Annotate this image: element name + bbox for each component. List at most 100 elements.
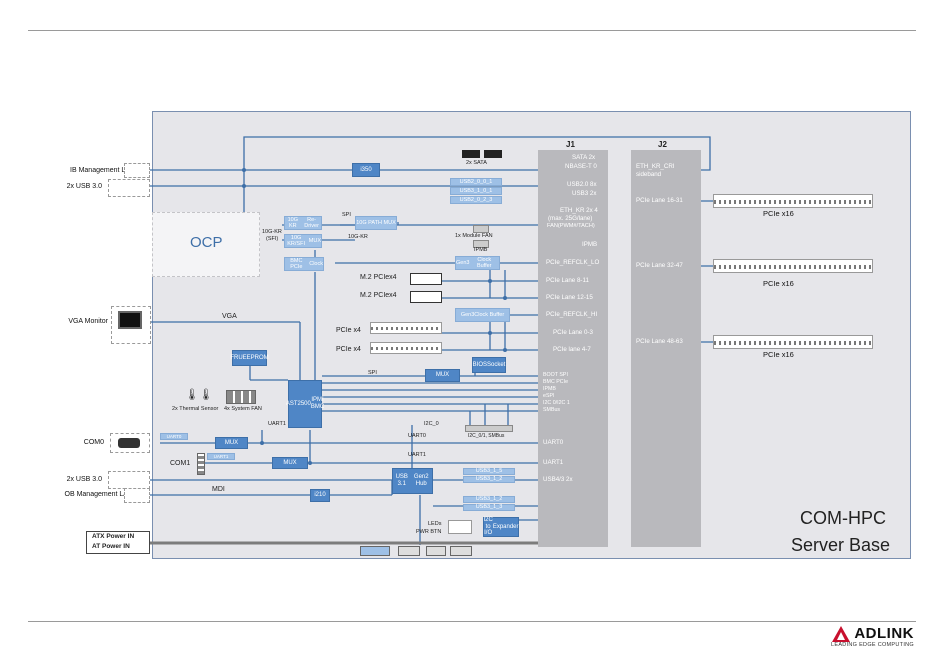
bottom-connector-4 (450, 546, 472, 556)
ipmb-label: IPMB (474, 247, 488, 253)
path-mux-chip: 10G PATH MUX (355, 216, 397, 230)
j1-sig-sata: SATA 2x (572, 154, 596, 161)
sata-label: 2x SATA (466, 160, 487, 166)
bmc-pcie-clock-chip: BMC PCIe Clock (284, 257, 324, 271)
uart1-label: UART1 (268, 421, 286, 427)
j2-sig-lane16: PCIe Lane 16-31 (636, 197, 683, 204)
vga-label: VGA (222, 313, 237, 320)
j1-sig-uart1: UART1 (543, 459, 564, 466)
ocp-mux-chip: 10G KR/SFI MUX (284, 234, 322, 248)
led-indicators (448, 520, 472, 534)
m2-slot-a (410, 273, 442, 285)
usb3-bottom-port (108, 471, 150, 489)
bottom-connector-3 (426, 546, 446, 556)
j1-sig-bootspi: BOOT SPI (543, 372, 568, 378)
j1-connector (538, 150, 608, 547)
module-fan-label: 1x Module FAN (455, 233, 493, 239)
j1-sig-lane8: PCIe Lane 8-11 (546, 277, 589, 284)
brand-name: ADLINK (854, 625, 914, 642)
i2c-smbus-label: I2C_0/1, SMBus (468, 433, 505, 439)
uart1-tag: UART1 (207, 453, 235, 460)
bottom-connector-1 (360, 546, 390, 556)
m2-a-label: M.2 PCIex4 (360, 274, 397, 281)
i2c0-label: I2C_0 (424, 421, 439, 427)
com1-header (197, 453, 205, 475)
pcie-x16-slot-c (713, 335, 873, 349)
usb-tag-b2: USB3_1_3 (463, 504, 515, 511)
spi-label: SPI (368, 370, 377, 376)
usb3-bottom-label: 2x USB 3.0 (66, 476, 102, 483)
sfi-label: (SFI) (266, 236, 279, 242)
i210-chip: i210 (310, 489, 330, 502)
com1-label: COM1 (170, 460, 191, 467)
uart0-tag: UART0 (160, 433, 188, 440)
j2-sig-lane48: PCIe Lane 48-63 (636, 338, 683, 345)
bottom-rule (28, 621, 916, 622)
j1-label: J1 (566, 140, 575, 149)
power-in-box (86, 531, 150, 554)
j1-sig-lane4: PCIe lane 4-7 (553, 346, 591, 353)
j1-sig-i2c: I2C 0/I2C 1 (543, 400, 570, 406)
j1-sig-usb2: USB2.0 8x (567, 181, 597, 188)
module-fan-connector (473, 225, 489, 233)
usb-tag-a2: USB3_1_2 (463, 476, 515, 483)
at-power-label: AT Power IN (92, 543, 130, 550)
spi-b-label: SPI (342, 212, 351, 218)
ocp-redriver-chip: 10G KR Re-Driver (284, 216, 322, 230)
ib-lan-port (124, 163, 150, 178)
adlink-logo: ADLINK LEADING EDGE COMPUTING (831, 625, 914, 648)
j1-sig-espi: eSPI (543, 393, 555, 399)
ipmb-connector (473, 240, 489, 248)
atx-power-label: ATX Power IN (92, 533, 135, 540)
usb3-top-port (108, 179, 150, 197)
usb-header-0: USB2_0_0_1 (450, 178, 502, 186)
j2-label: J2 (658, 140, 667, 149)
j1-sig-bmcpcie: BMC PCIe (543, 379, 569, 385)
m2-slot-b (410, 291, 442, 303)
serial-port-icon (118, 438, 140, 448)
brand-tagline: LEADING EDGE COMPUTING (831, 642, 914, 648)
com0-mux-chip: MUX (215, 437, 248, 449)
j1-sig-refclk-lo: PCIe_REFCLK_LO (546, 259, 600, 266)
pcie-x16-slot-b (713, 259, 873, 273)
usb3-top-label: 2x USB 3.0 (66, 183, 102, 190)
pwr-btn-label: PWR BTN (416, 529, 442, 535)
usb-header-2: USB2_0_2_3 (450, 196, 502, 204)
spi-mux-chip: MUX (425, 369, 460, 382)
sata-connector-2 (484, 150, 502, 158)
j2-sig-lane32: PCIe Lane 32-47 (636, 262, 683, 269)
pcie-x16-slot-b-label: PCIe x16 (763, 279, 794, 288)
kr10g-label: 10G-KR (262, 229, 282, 235)
mdi-label: MDI (212, 486, 225, 493)
monitor-icon (118, 311, 142, 329)
j1-sig-ipmb: IPMB (582, 241, 598, 248)
usb-tag-a1: USB3_1_5 (463, 468, 515, 475)
pcie-x16-slot-a (713, 194, 873, 208)
top-rule (28, 30, 916, 31)
j1-sig-usb4: USB4/3 2x (543, 476, 573, 483)
j2-connector (631, 150, 701, 547)
j1-sig-smbus: SMBus (543, 407, 561, 413)
j1-sig-lane0: PCIe Lane 0-3 (553, 329, 593, 336)
j1-sig-ethkr: ETH_KR 2x 4 (560, 207, 598, 214)
kr10g-b-label: 10G-KR (348, 234, 368, 240)
ocp-label: OCP (190, 234, 223, 251)
uart0-line-label: UART0 (408, 433, 426, 439)
pcie-x4-slot-b (370, 342, 442, 354)
system-fan-connectors (226, 390, 256, 404)
pcie-x16-slot-c-label: PCIe x16 (763, 350, 794, 359)
pcie-x16-slot-a-label: PCIe x16 (763, 209, 794, 218)
vga-monitor-label: VGA Monitor (68, 318, 108, 325)
j1-sig-ipmb2: IPMB (543, 386, 556, 392)
uart1-line-label: UART1 (408, 452, 426, 458)
bottom-connector-2 (398, 546, 420, 556)
pcie-x4-b-label: PCIe x4 (336, 346, 361, 353)
j1-sig-refclk-hi: PCIe_REFCLK_HI (546, 311, 598, 318)
system-fan-label: 4x System FAN (224, 406, 262, 412)
i350-chip: i350 (352, 163, 380, 177)
